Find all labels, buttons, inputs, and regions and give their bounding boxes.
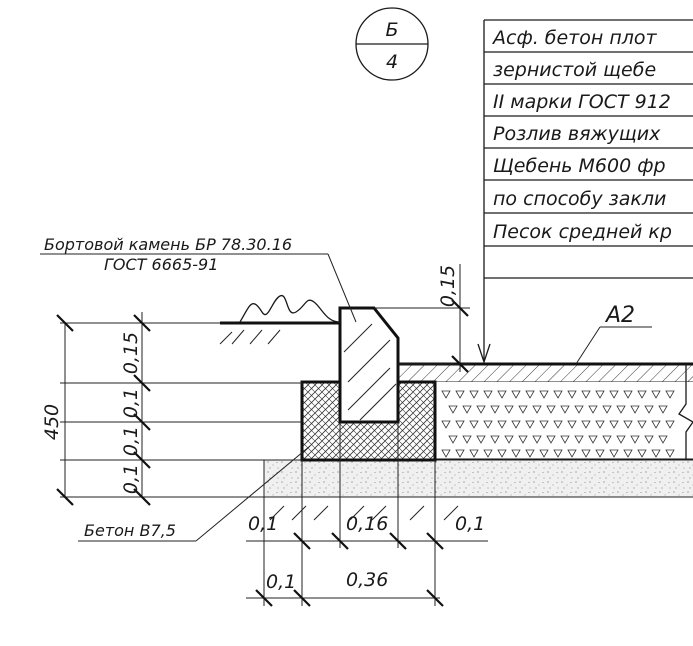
curb-stone-label-1: Бортовой камень БР 78.30.16 bbox=[44, 235, 292, 254]
layer-mark-label: А2 bbox=[604, 303, 635, 328]
layer-row-6: по способу закли bbox=[493, 188, 666, 210]
curb-reveal-dimension: 0,15 bbox=[374, 264, 470, 373]
layer-row-2: зернистой щебе bbox=[493, 59, 656, 81]
dim-01-c: 0,1 bbox=[120, 464, 142, 494]
table-leader-arrow bbox=[477, 278, 491, 365]
dim-total-height: 450 bbox=[41, 404, 63, 440]
curb-stone-label-2: ГОСТ 6665-91 bbox=[104, 255, 218, 274]
vertical-dimension-chain: 450 0,15 0,1 0,1 0,1 bbox=[41, 312, 151, 506]
dim-01-b: 0,1 bbox=[120, 426, 142, 456]
layer-mark-a2: А2 bbox=[575, 303, 652, 365]
layer-row-1: Асф. бетон плот bbox=[491, 27, 658, 49]
layer-row-4: Розлив вяжущих bbox=[493, 123, 661, 145]
dim-015-top: 0,15 bbox=[437, 265, 459, 307]
dim-bottom-01-right: 0,1 bbox=[455, 513, 485, 535]
layer-row-5: Щебень М600 фр bbox=[493, 155, 666, 177]
section-marker: Б 4 bbox=[355, 7, 429, 81]
concrete-label: Бетон В7,5 bbox=[84, 521, 176, 540]
dim-bottom2-036: 0,36 bbox=[346, 569, 388, 591]
ground-lawn bbox=[220, 295, 341, 345]
section-marker-sheet: 4 bbox=[386, 51, 398, 73]
dim-bottom-01-left: 0,1 bbox=[248, 513, 278, 535]
dim-bottom-016: 0,16 bbox=[346, 513, 388, 535]
section-marker-letter: Б bbox=[385, 19, 398, 41]
layer-row-7: Песок средней кр bbox=[493, 221, 672, 243]
concrete-callout: Бетон В7,5 bbox=[78, 445, 311, 542]
dim-01-a: 0,1 bbox=[120, 388, 142, 418]
layer-row-3: II марки ГОСТ 912 bbox=[493, 91, 671, 113]
curb-stone bbox=[338, 306, 400, 424]
ground-hatch bbox=[219, 331, 459, 521]
dim-015: 0,15 bbox=[120, 332, 142, 374]
curb-stone-callout: Бортовой камень БР 78.30.16 ГОСТ 6665-91 bbox=[40, 235, 357, 323]
pavement-layers bbox=[60, 362, 693, 498]
bottom-dimensions: 0,1 0,16 0,1 0,1 0,36 bbox=[246, 422, 488, 607]
level-lines bbox=[60, 322, 302, 461]
crushed-stone-pattern bbox=[441, 390, 675, 458]
dim-bottom2-01: 0,1 bbox=[266, 571, 296, 593]
layer-table: Асф. бетон плот зернистой щебе II марки … bbox=[483, 19, 693, 279]
